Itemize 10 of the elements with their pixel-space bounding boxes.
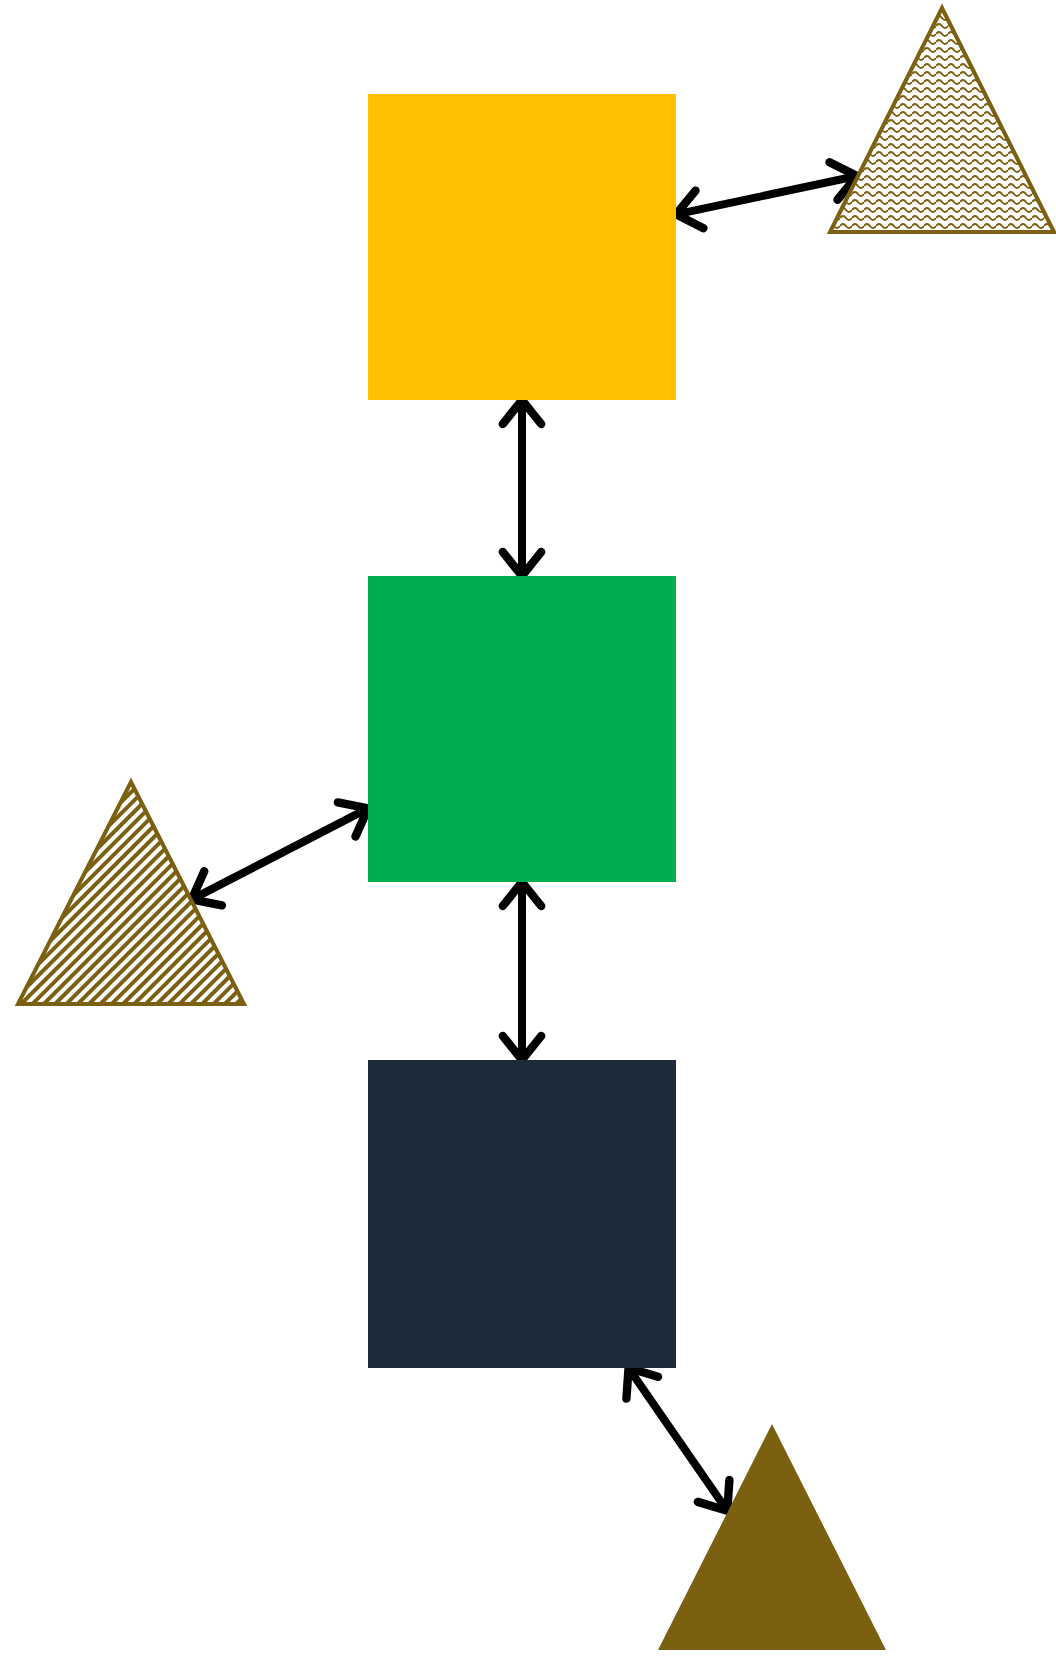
square: [368, 94, 676, 400]
double-arrow: [187, 798, 373, 910]
triangle: [16, 780, 246, 1006]
triangle: [828, 6, 1056, 234]
triangle: [656, 1422, 888, 1652]
square: [368, 1060, 676, 1368]
double-arrow: [498, 877, 546, 1065]
square: [368, 576, 676, 882]
double-arrow: [498, 395, 546, 581]
double-arrow: [622, 1363, 734, 1515]
